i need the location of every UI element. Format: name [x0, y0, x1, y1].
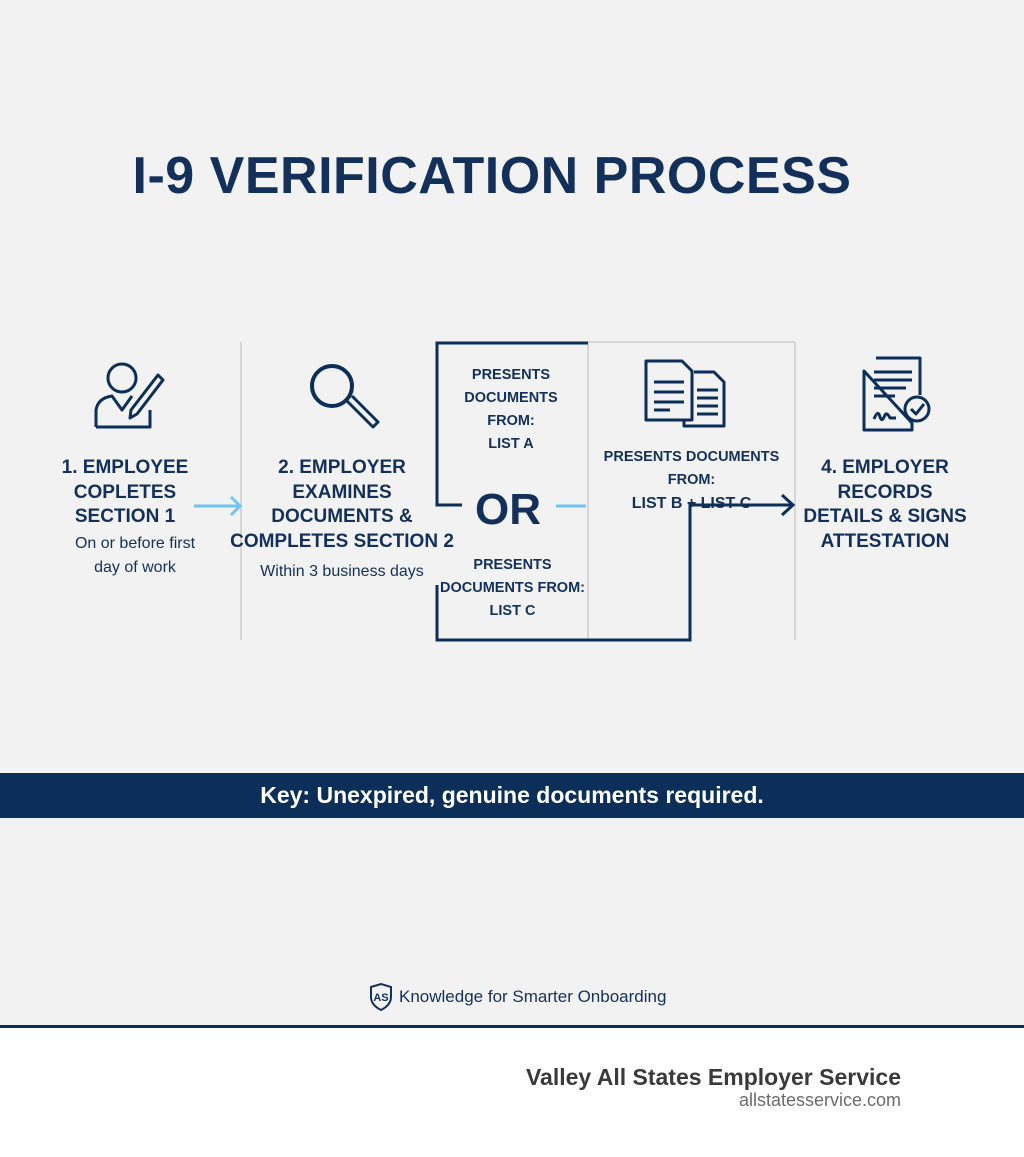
step-4-title: 4. EMPLOYER RECORDS DETAILS & SIGNS ATTE… — [803, 457, 967, 552]
svg-text:AS: AS — [373, 992, 388, 1004]
option-list-a: PRESENTS DOCUMENTS FROM: LIST A — [464, 367, 558, 452]
key-banner: Key: Unexpired, genuine documents requir… — [0, 773, 1024, 818]
or-label: OR — [475, 485, 541, 534]
company-url[interactable]: allstatesservice.com — [738, 1090, 901, 1110]
step-2-title: 2. EMPLOYER EXAMINES DOCUMENTS & COMPLET… — [230, 457, 454, 552]
step-1-subtitle: On or before first day of work — [74, 535, 196, 576]
step-1-title: 1. EMPLOYEE COPLETES SECTION 1 — [61, 457, 189, 527]
magnifier-icon — [310, 364, 380, 429]
step-2-subtitle: Within 3 business days — [260, 563, 424, 580]
signed-document-check-icon — [862, 356, 931, 432]
option-list-bc: PRESENTS DOCUMENTS FROM: LIST B + LIST C — [603, 449, 780, 512]
company-name: Valley All States Employer Service — [525, 1064, 901, 1090]
bracket-bottom — [435, 503, 793, 642]
shield-logo-icon: AS — [370, 983, 392, 1011]
person-writing-icon — [94, 362, 165, 429]
arrowhead — [780, 493, 796, 517]
documents-icon — [644, 359, 726, 428]
tagline: AS Knowledge for Smarter Onboarding — [369, 983, 666, 1011]
footer — [0, 1025, 1024, 1157]
bracket-top — [435, 341, 588, 507]
option-list-c: PRESENTS DOCUMENTS FROM: LIST C — [440, 557, 585, 619]
page-title: I-9 VERIFICATION PROCESS — [132, 147, 852, 205]
